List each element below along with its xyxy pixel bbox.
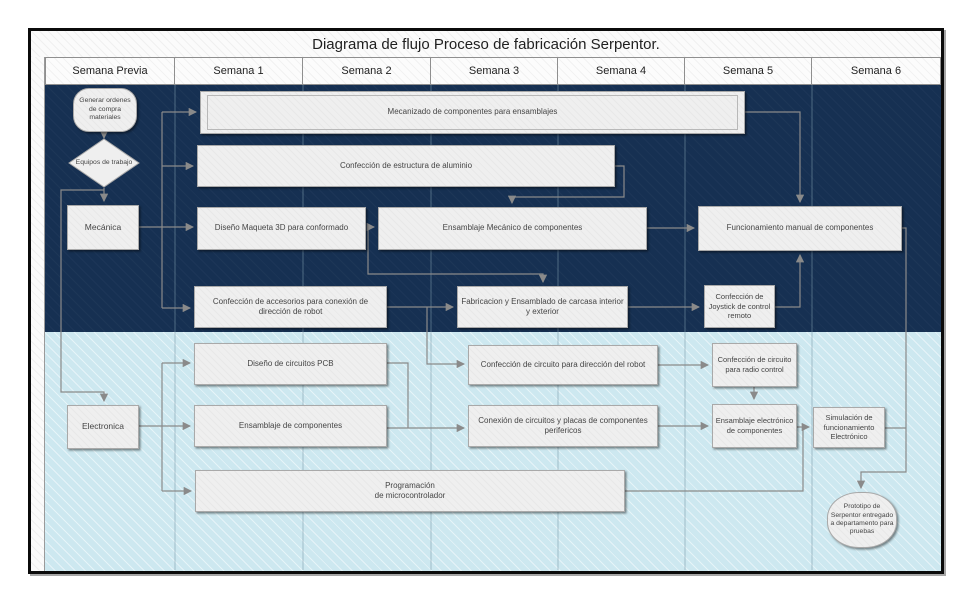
node-conexion-circuitos[interactable]: Conexión de circuitos y placas de compon… (468, 405, 658, 447)
node-estructura-aluminio[interactable]: Confección de estructura de aluminio (197, 145, 615, 187)
node-simulacion[interactable]: Simulación de funcionamiento Electrónico (813, 407, 885, 448)
node-label: Diseño Maqueta 3D para conformado (214, 223, 349, 233)
column-header-semana-1: Semana 1 (175, 57, 303, 85)
node-label: Confección de circuito para dirección de… (480, 359, 646, 369)
column-header-semana-2: Semana 2 (303, 57, 431, 85)
node-label: Conexión de circuitos y placas de compon… (478, 415, 648, 435)
node-diseno-pcb[interactable]: Diseño de circuitos PCB (194, 343, 387, 385)
node-generar-ordenes[interactable]: Generar ordenes de compra materiales (73, 88, 137, 132)
node-radio-control[interactable]: Confección de circuito para radio contro… (712, 343, 797, 387)
node-label: Confección de Joystick de control remoto (708, 291, 771, 321)
node-prototipo[interactable]: Prototipo de Serpentor entregado a depar… (827, 492, 897, 548)
column-header-semana-5: Semana 5 (685, 57, 812, 85)
node-accesorios-direccion[interactable]: Confección de accesorios para conexión d… (194, 286, 387, 328)
node-mecanizado[interactable]: Mecanizado de componentes para ensamblaj… (200, 91, 745, 134)
node-label: Confección de circuito para radio contro… (717, 355, 792, 374)
diamond-shape-icon (68, 138, 140, 188)
node-joystick[interactable]: Confección de Joystick de control remoto (704, 285, 775, 328)
node-programacion[interactable]: Programación de microcontrolador (195, 470, 625, 512)
node-label: Confección de estructura de aluminio (339, 160, 473, 170)
node-label: Mecanizado de componentes para ensamblaj… (387, 107, 558, 117)
node-label: Equipos de trabajo (75, 158, 133, 166)
node-label: Confección de accesorios para conexión d… (212, 296, 369, 316)
week-header-row: Semana Previa Semana 1 Semana 2 Semana 3… (45, 57, 941, 85)
node-label: Electronica (81, 421, 125, 432)
node-label: Programación de microcontrolador (374, 480, 446, 500)
node-ensamblaje-componentes[interactable]: Ensamblaje de componentes (194, 405, 387, 447)
node-ensamblaje-mecanico[interactable]: Ensamblaje Mecánico de componentes (378, 207, 647, 250)
node-equipos-de-trabajo[interactable]: Equipos de trabajo (68, 138, 140, 188)
diagram-title: Diagrama de flujo Proceso de fabricación… (31, 31, 941, 58)
column-header-semana-previa: Semana Previa (45, 57, 175, 85)
subprocess-inner-border: Mecanizado de componentes para ensamblaj… (207, 95, 738, 130)
node-electronica[interactable]: Electronica (67, 405, 139, 449)
node-label: Prototipo de Serpentor entregado a depar… (830, 503, 894, 536)
column-header-semana-4: Semana 4 (558, 57, 685, 85)
node-label: Diseño de circuitos PCB (247, 358, 334, 368)
node-maqueta-3d[interactable]: Diseño Maqueta 3D para conformado (197, 207, 366, 250)
node-ensamblaje-electronico[interactable]: Ensamblaje electrónico de componentes (712, 404, 797, 448)
node-label: Ensamblaje electrónico de componentes (715, 416, 794, 435)
node-carcasa[interactable]: Fabricacion y Ensamblado de carcasa inte… (457, 286, 628, 328)
diagram-title-text: Diagrama de flujo Proceso de fabricación… (312, 35, 660, 53)
node-label: Funcionamiento manual de componentes (726, 223, 874, 233)
column-header-semana-6: Semana 6 (812, 57, 941, 85)
node-funcionamiento-manual[interactable]: Funcionamiento manual de componentes (698, 206, 902, 251)
node-label: Ensamblaje de componentes (238, 420, 343, 430)
node-label: Simulación de funcionamiento Electrónico (823, 412, 875, 442)
node-circuito-direccion[interactable]: Confección de circuito para dirección de… (468, 345, 658, 385)
node-label: Generar ordenes de compra materiales (79, 97, 131, 122)
left-margin-strip (31, 57, 45, 571)
column-header-semana-3: Semana 3 (431, 57, 558, 85)
node-label: Fabricacion y Ensamblado de carcasa inte… (461, 296, 624, 316)
node-mecanica[interactable]: Mecánica (67, 205, 139, 250)
node-label: Ensamblaje Mecánico de componentes (442, 223, 583, 233)
node-label: Mecánica (84, 221, 122, 232)
